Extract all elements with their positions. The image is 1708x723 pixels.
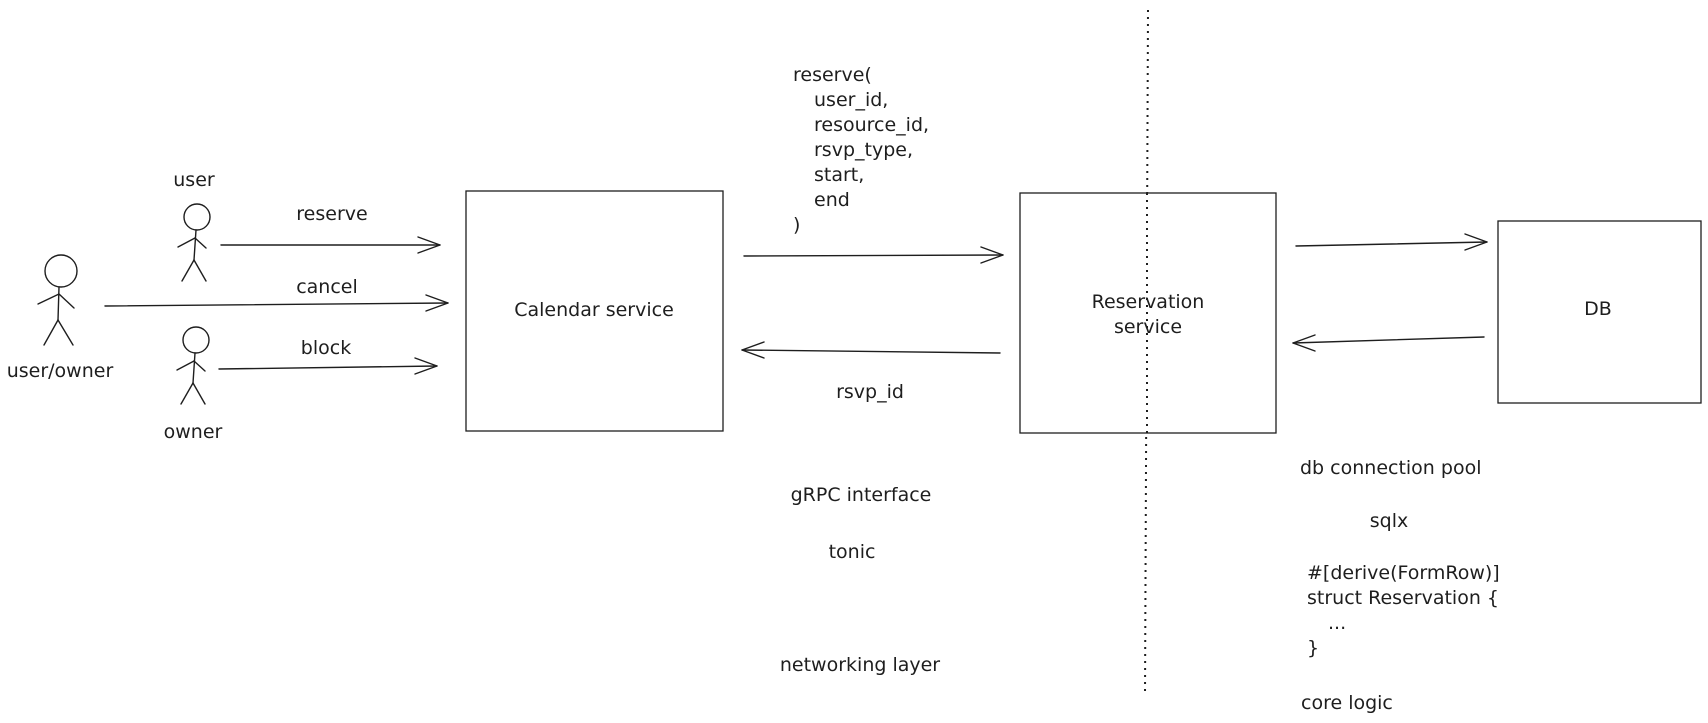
reservation-service-label-line1: Reservation (1092, 291, 1205, 313)
rpc-call-line: resource_id, (814, 114, 929, 136)
cancel-arrow (104, 294, 449, 312)
rpc-call-line: ) (793, 214, 800, 236)
reservation-struct-code: #[derive(FormRow)] struct Reservation { … (1307, 562, 1500, 659)
owner-actor-icon (176, 326, 210, 405)
user-actor-label: user (173, 169, 215, 191)
block-arrow (218, 357, 438, 375)
calendar-service-label: Calendar service (514, 299, 674, 321)
block-action-label: block (301, 337, 351, 359)
code-line: struct Reservation { (1307, 587, 1499, 609)
rpc-call-line: end (814, 189, 850, 211)
code-line: } (1307, 637, 1319, 659)
reserve-action-label: reserve (296, 203, 367, 225)
rpc-request-arrow (743, 246, 1004, 264)
db-label: DB (1584, 298, 1612, 320)
user-owner-actor-label: user/owner (7, 360, 114, 382)
rpc-response-label: rsvp_id (836, 381, 904, 403)
sqlx-label: sqlx (1370, 510, 1408, 532)
rpc-call-line: reserve( (793, 64, 872, 86)
rpc-response-arrow (741, 341, 1001, 359)
cancel-action-label: cancel (296, 276, 358, 298)
tonic-label: tonic (829, 541, 876, 563)
networking-layer-label: networking layer (780, 654, 940, 676)
rpc-call-line: user_id, (814, 89, 888, 111)
db-connection-pool-label: db connection pool (1300, 457, 1481, 479)
code-line: ... (1328, 612, 1346, 634)
rpc-call-signature: reserve( user_id, resource_id, rsvp_type… (793, 64, 929, 236)
grpc-interface-label: gRPC interface (791, 484, 932, 506)
db-box (1497, 220, 1702, 404)
user-actor-icon (177, 203, 211, 282)
db-request-arrow (1295, 233, 1488, 251)
rpc-call-line: rsvp_type, (814, 139, 913, 161)
owner-actor-label: owner (164, 421, 223, 443)
rpc-call-line: start, (814, 164, 864, 186)
reservation-service-label-line2: service (1114, 316, 1182, 338)
code-line: #[derive(FormRow)] (1307, 562, 1500, 584)
calendar-service-box (465, 190, 724, 432)
core-logic-label: core logic (1301, 692, 1393, 714)
user-owner-actor-icon (37, 254, 78, 346)
db-response-arrow (1292, 334, 1485, 352)
reserve-arrow (220, 236, 441, 254)
